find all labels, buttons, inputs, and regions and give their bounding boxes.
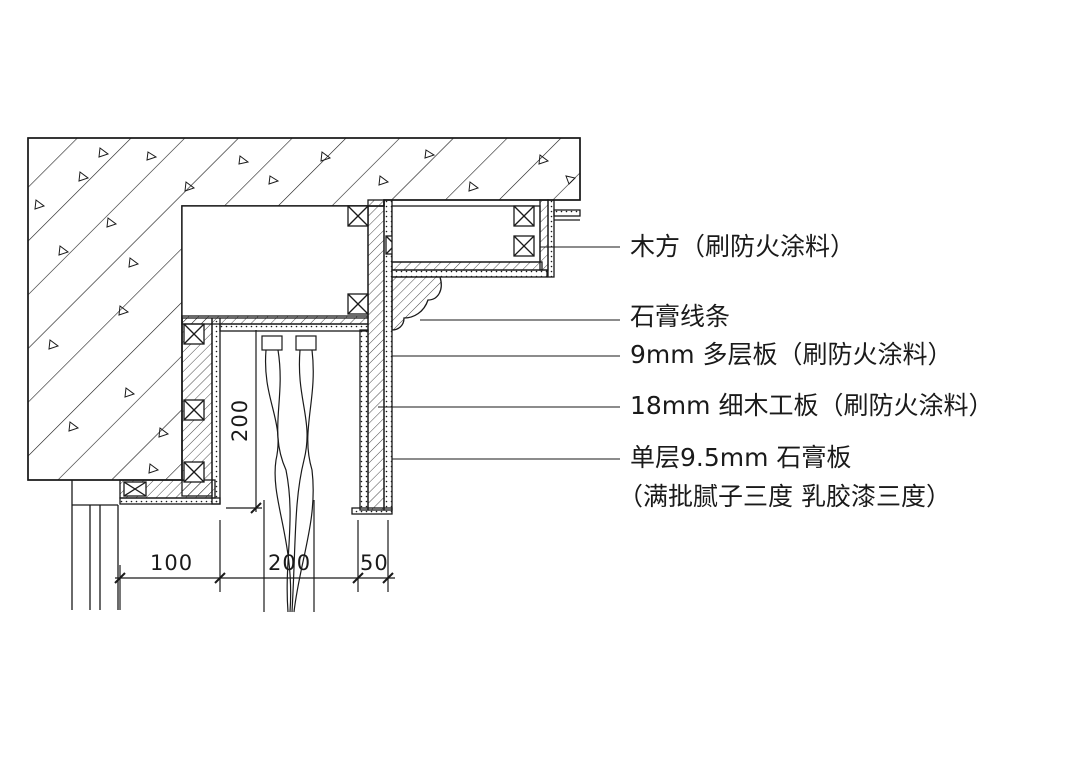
label-finish-note: （满批腻子三度 乳胶漆三度） — [618, 482, 951, 511]
label-plywood-9mm: 9mm 多层板（刷防火涂料） — [630, 340, 953, 369]
gypsum-cornice — [391, 276, 442, 331]
left-soffit-frame — [119, 315, 221, 505]
trough-vertical-panel — [351, 199, 405, 515]
downlight-fixtures — [261, 335, 317, 613]
dim-200-vertical: 200 — [228, 398, 252, 442]
dim-200-horizontal: 200 — [268, 551, 312, 575]
upper-cavity — [181, 205, 369, 332]
concrete-aggregate — [34, 147, 576, 474]
label-gypsum-board: 单层9.5mm 石膏板 — [630, 443, 852, 472]
label-blockboard-18mm: 18mm 细木工板（刷防火涂料） — [630, 391, 994, 420]
label-gypsum-molding: 石膏线条 — [630, 302, 731, 331]
wall-below — [71, 480, 119, 610]
dim-50: 50 — [360, 551, 389, 575]
label-wood-batten: 木方（刷防火涂料） — [630, 232, 856, 261]
dim-100: 100 — [150, 551, 194, 575]
leader-lines — [378, 246, 620, 460]
right-soffit-box — [391, 199, 581, 278]
dimension-lines — [114, 330, 395, 610]
